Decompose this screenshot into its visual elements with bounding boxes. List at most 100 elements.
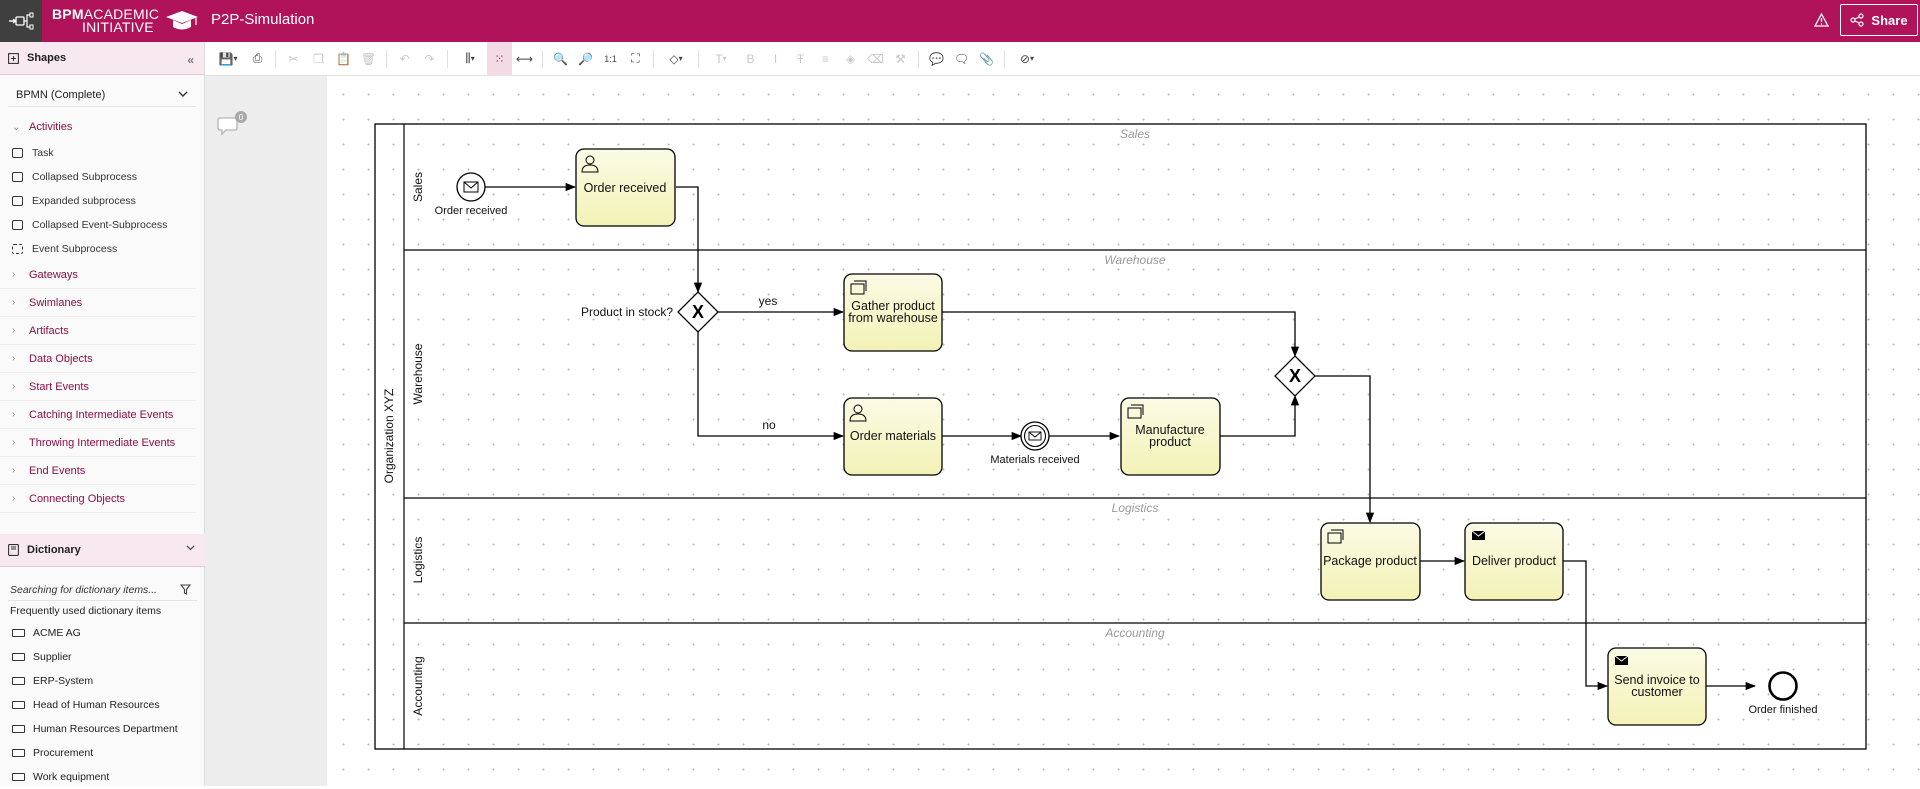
flow-gather-to-join[interactable]: [942, 311, 1300, 358]
delete-icon[interactable]: 🗑: [360, 51, 377, 66]
category-swimlanes[interactable]: ›Swimlanes: [0, 289, 196, 317]
pool[interactable]: Organization XYZ: [374, 123, 1867, 750]
highlight-icon[interactable]: ◈: [845, 51, 856, 66]
flow-join-to-package[interactable]: [1315, 375, 1375, 524]
category-data-objects[interactable]: ›Data Objects: [0, 345, 196, 373]
exclusive-gateway-split[interactable]: X Product in stock?: [581, 291, 719, 333]
toolbar-separator: [1004, 49, 1005, 68]
lane-accounting[interactable]: Accounting Accounting: [411, 626, 1165, 716]
shape-item[interactable]: Collapsed Event-Subprocess: [0, 213, 204, 237]
view-options-icon[interactable]: ⊘▾: [1019, 51, 1035, 66]
print-icon[interactable]: ⎙: [252, 51, 263, 65]
collapse-sidebar-icon[interactable]: «: [187, 53, 194, 67]
snap-to-grid-icon[interactable]: ⁙: [487, 41, 512, 76]
lane-warehouse[interactable]: Warehouse Warehouse: [404, 253, 1866, 499]
shape-item[interactable]: Task: [0, 141, 204, 165]
zoom-fit-icon[interactable]: ⛶: [631, 51, 640, 65]
app-switcher-button[interactable]: [0, 0, 42, 42]
drawing-paper[interactable]: Organization XYZ Sales Sales Warehouse W…: [327, 76, 1920, 786]
task-package-product[interactable]: Package product: [1320, 522, 1421, 601]
category-gateways[interactable]: ›Gateways: [0, 261, 196, 289]
text-format-icon[interactable]: Ŧ: [796, 51, 805, 66]
dictionary-item[interactable]: Supplier: [0, 645, 205, 669]
manual-task-icon: [1327, 529, 1344, 544]
category-artifacts[interactable]: ›Artifacts: [0, 317, 196, 345]
category-throwing-intermediate-events[interactable]: ›Throwing Intermediate Events: [0, 429, 196, 457]
eraser-icon[interactable]: ⌫: [867, 51, 884, 66]
flow-order-to-gateway[interactable]: [676, 186, 703, 294]
lane-logistics[interactable]: Logistics Logistics: [404, 501, 1866, 624]
shape-item[interactable]: Collapsed Subprocess: [0, 165, 204, 189]
category-catching-intermediate-events[interactable]: ›Catching Intermediate Events: [0, 401, 196, 429]
cut-icon[interactable]: ✂: [288, 51, 299, 66]
task-label-line2: from warehouse: [848, 311, 938, 325]
flow-deliver-to-invoice[interactable]: [1563, 560, 1609, 691]
paste-icon[interactable]: 📋: [336, 51, 351, 66]
shape-item-label: Expanded subprocess: [32, 195, 136, 207]
task-manufacture-product[interactable]: Manufacture product: [1120, 397, 1221, 476]
intermediate-event-materials-received[interactable]: Materials received: [990, 421, 1080, 466]
font-icon[interactable]: T▾: [715, 51, 727, 66]
category-activities[interactable]: ⌄Activities: [0, 113, 196, 141]
copy-icon[interactable]: ❐: [313, 51, 324, 66]
bpm-academic-logo[interactable]: BPMACADEMIC INITIATIVE: [52, 6, 199, 36]
fill-color-icon[interactable]: ◇▾: [669, 51, 683, 66]
dictionary-panel-header[interactable]: Dictionary: [0, 534, 205, 567]
dictionary-item[interactable]: ACME AG: [0, 621, 205, 645]
end-event-order-finished[interactable]: Order finished: [1748, 671, 1818, 717]
text-align-icon[interactable]: ≡: [821, 51, 829, 66]
undo-icon[interactable]: ↶: [399, 51, 410, 66]
shape-item[interactable]: Event Subprocess: [0, 237, 204, 261]
flow-no[interactable]: [697, 332, 845, 441]
flow-label-no: no: [762, 418, 776, 432]
exclusive-gateway-join[interactable]: X: [1274, 355, 1316, 397]
start-event-order-received[interactable]: Order received: [435, 172, 508, 217]
align-icon[interactable]: ⫼▾: [465, 51, 475, 65]
dictionary-item[interactable]: Work equipment: [0, 765, 205, 789]
share-button[interactable]: Share: [1840, 4, 1918, 36]
warning-icon[interactable]: [1814, 13, 1829, 27]
dictionary-item[interactable]: Head of Human Resources: [0, 693, 205, 717]
filter-icon[interactable]: [180, 584, 191, 595]
manual-task-icon: [850, 280, 867, 295]
comments-icon[interactable]: 🗨: [953, 51, 970, 66]
chevron-down-icon[interactable]: [186, 545, 195, 551]
lane-label-accounting: Accounting: [411, 656, 425, 715]
category-connecting-objects[interactable]: ›Connecting Objects: [0, 485, 196, 513]
comments-badge[interactable]: 0: [217, 110, 249, 145]
italic-icon[interactable]: I: [773, 51, 778, 66]
zoom-actual-icon[interactable]: 1:1: [604, 53, 617, 64]
shape-item[interactable]: Expanded subprocess: [0, 189, 204, 213]
toolbar-separator: [386, 49, 387, 68]
task-gather-product[interactable]: Gather product from warehouse: [843, 273, 943, 352]
task-deliver-product[interactable]: Deliver product: [1464, 522, 1564, 601]
format-painter-icon[interactable]: ⚒: [895, 51, 906, 66]
flow-manufacture-to-join[interactable]: [1220, 394, 1300, 437]
gateway-x-icon: X: [692, 302, 704, 322]
chevron-right-icon: ›: [12, 493, 16, 504]
category-start-events[interactable]: ›Start Events: [0, 373, 196, 401]
lane-sales[interactable]: Sales Sales: [404, 127, 1866, 251]
bold-icon[interactable]: B: [746, 51, 755, 66]
zoom-in-icon[interactable]: 🔍: [553, 51, 568, 66]
zoom-out-icon[interactable]: 🔎: [578, 51, 593, 66]
category-end-events[interactable]: ›End Events: [0, 457, 196, 485]
save-button[interactable]: 💾▾: [218, 51, 238, 66]
lane-title-warehouse: Warehouse: [1104, 253, 1165, 267]
dictionary-item[interactable]: ERP-System: [0, 669, 205, 693]
dictionary-item[interactable]: Human Resources Department: [0, 717, 205, 741]
document-title[interactable]: P2P-Simulation: [211, 11, 315, 28]
palette-select[interactable]: BPMN (Complete): [8, 83, 196, 107]
task-send-invoice[interactable]: Send invoice to customer: [1607, 647, 1707, 726]
dictionary-item[interactable]: Procurement: [0, 741, 205, 765]
redo-icon[interactable]: ↷: [424, 51, 435, 66]
dictionary-item-label: Work equipment: [33, 771, 110, 783]
distribute-icon[interactable]: ⟷: [515, 51, 534, 66]
attachment-icon[interactable]: 📎: [979, 51, 994, 66]
task-order-materials[interactable]: Order materials: [843, 397, 943, 476]
dictionary-search-input[interactable]: Searching for dictionary items...: [8, 579, 197, 601]
canvas-area[interactable]: 0 Organization XYZ Sales: [205, 76, 1920, 786]
shapes-panel-header[interactable]: Shapes «: [0, 42, 204, 75]
comment-icon[interactable]: 💬: [929, 51, 944, 66]
task-order-received[interactable]: Order received: [575, 148, 676, 227]
